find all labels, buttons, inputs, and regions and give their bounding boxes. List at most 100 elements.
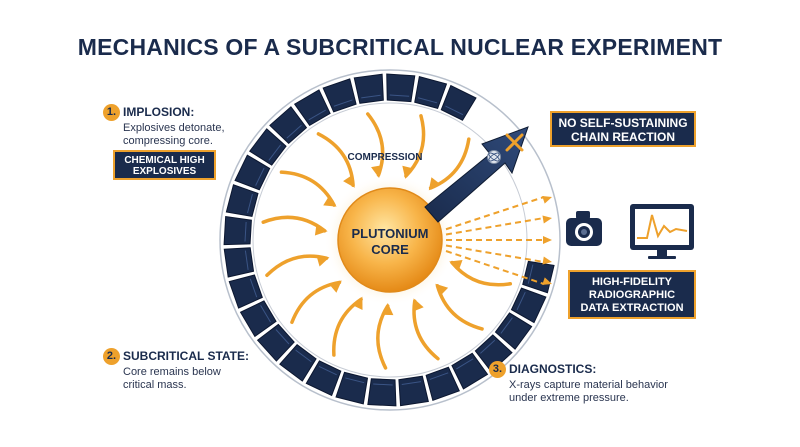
diagnostic-beams [445, 196, 552, 285]
step-subcritical-state: 2.SUBCRITICAL STATE: Core remains below … [103, 348, 249, 392]
explosive-block [293, 89, 331, 127]
explosive-block-edge [255, 167, 265, 186]
compression-arrow [412, 299, 440, 361]
compression-arrow [279, 170, 336, 207]
explosive-block [234, 154, 271, 191]
explosive-block [353, 73, 384, 104]
explosive-block [494, 312, 533, 350]
explosive-block-edge [445, 105, 464, 116]
data-extraction-box: HIGH-FIDELITY RADIOGRAPHIC DATA EXTRACTI… [568, 270, 696, 319]
explosive-block-edge [500, 317, 513, 334]
explosive-block-edge [286, 124, 302, 139]
explosive-block [425, 366, 460, 402]
compression-arrow-head [316, 254, 330, 267]
step-description-line: Explosives detonate, [123, 122, 225, 134]
explosive-block-edge [361, 94, 381, 99]
step-title: DIAGNOSTICS: [509, 362, 597, 376]
compression-arrow-head [328, 280, 342, 293]
compression-arrow [290, 280, 342, 325]
box-line: HIGH-FIDELITY [591, 276, 673, 288]
explosive-block-edge [260, 305, 271, 323]
explosive-block-edge [247, 194, 253, 214]
explosive-block [239, 300, 277, 338]
explosive-block-edge [373, 383, 393, 386]
diagnostic-beam-head [542, 256, 552, 265]
step-description-line: critical mass. [123, 379, 187, 391]
explosive-block [510, 287, 547, 324]
step-diagnostics: 3.DIAGNOSTICS: X-rays capture material b… [489, 361, 668, 405]
explosive-block [451, 352, 489, 390]
explosive-block-edge [527, 264, 534, 284]
compression-arrow-head [412, 298, 424, 312]
explosive-block [223, 215, 252, 246]
explosive-blocks-ring [223, 73, 555, 407]
compression-arrow [435, 284, 484, 331]
step-title: IMPLOSION: [123, 105, 195, 119]
compression-arrow-head [428, 177, 441, 191]
explosive-block [228, 274, 263, 309]
explosive-block-edge [244, 250, 249, 270]
explosive-block [398, 375, 429, 407]
compression-label: COMPRESSION [347, 152, 422, 163]
explosive-block-edge [249, 278, 258, 298]
compression-arrow-head [351, 296, 363, 311]
explosive-block-edge [429, 372, 449, 380]
diagnostic-beam [445, 196, 545, 231]
explosive-block-edge [295, 349, 312, 363]
compression-arrow-head [402, 165, 414, 179]
explosive-block-edge [480, 339, 496, 354]
compression-arrow-head [435, 283, 449, 297]
explosive-block [249, 128, 287, 166]
compression-arrow-head [343, 174, 355, 188]
explosive-block [522, 260, 555, 294]
no-chain-reaction-box: NO SELF-SUSTAINING CHAIN REACTION [550, 111, 696, 147]
compression-arrow-head [323, 195, 337, 207]
compression-arrow-head [371, 165, 383, 178]
plutonium-core [337, 187, 443, 293]
compression-arrow [261, 215, 327, 233]
box-line: RADIOGRAPHIC [588, 289, 676, 301]
explosive-block-edge [275, 329, 290, 345]
explosive-block [269, 106, 308, 145]
step-description-line: Core remains below [123, 366, 221, 378]
box-line: NO SELF-SUSTAINING [558, 116, 688, 130]
diagnostic-beam-head [542, 277, 552, 285]
compression-arrow [332, 297, 363, 357]
explosive-block-edge [345, 377, 365, 384]
step-description-line: under extreme pressure. [509, 392, 629, 404]
box-line: CHAIN REACTION [571, 130, 675, 144]
explosive-block [335, 371, 369, 405]
explosive-block [225, 184, 259, 217]
core-label-line1: PLUTONIUM [351, 226, 428, 241]
monitor-graph-icon [630, 204, 694, 259]
explosive-block-edge [268, 144, 282, 161]
explosive-block-edge [389, 94, 410, 97]
compression-arrows [261, 112, 513, 370]
step-implosion: 1.IMPLOSION: Explosives detonate, compre… [103, 104, 225, 148]
step-number: 1. [103, 104, 120, 121]
explosive-block [256, 323, 295, 362]
box-line: DATA EXTRACTION [580, 302, 684, 314]
core-label-line2: CORE [371, 242, 409, 257]
explosive-block [322, 78, 357, 113]
explosive-block-edge [516, 292, 526, 311]
compression-arrow [450, 260, 513, 287]
x-mark-icon [505, 133, 524, 152]
explosive-block [440, 84, 477, 121]
explosive-block-edge [333, 99, 353, 107]
compression-arrow [376, 304, 390, 370]
camera-icon [566, 211, 602, 246]
compression-arrow-head [381, 302, 394, 316]
explosive-block-edge [456, 358, 474, 370]
page-title: MECHANICS OF A SUBCRITICAL NUCLEAR EXPER… [77, 34, 723, 60]
explosive-block-edge [318, 366, 337, 376]
explosive-block-edge [401, 381, 422, 386]
compression-arrow-head [449, 260, 463, 272]
diagnostic-beam [445, 250, 545, 285]
diagnostic-beam [445, 217, 545, 236]
box-line: EXPLOSIVES [132, 166, 197, 177]
explosive-block [386, 73, 416, 103]
explosive-block [367, 378, 397, 407]
